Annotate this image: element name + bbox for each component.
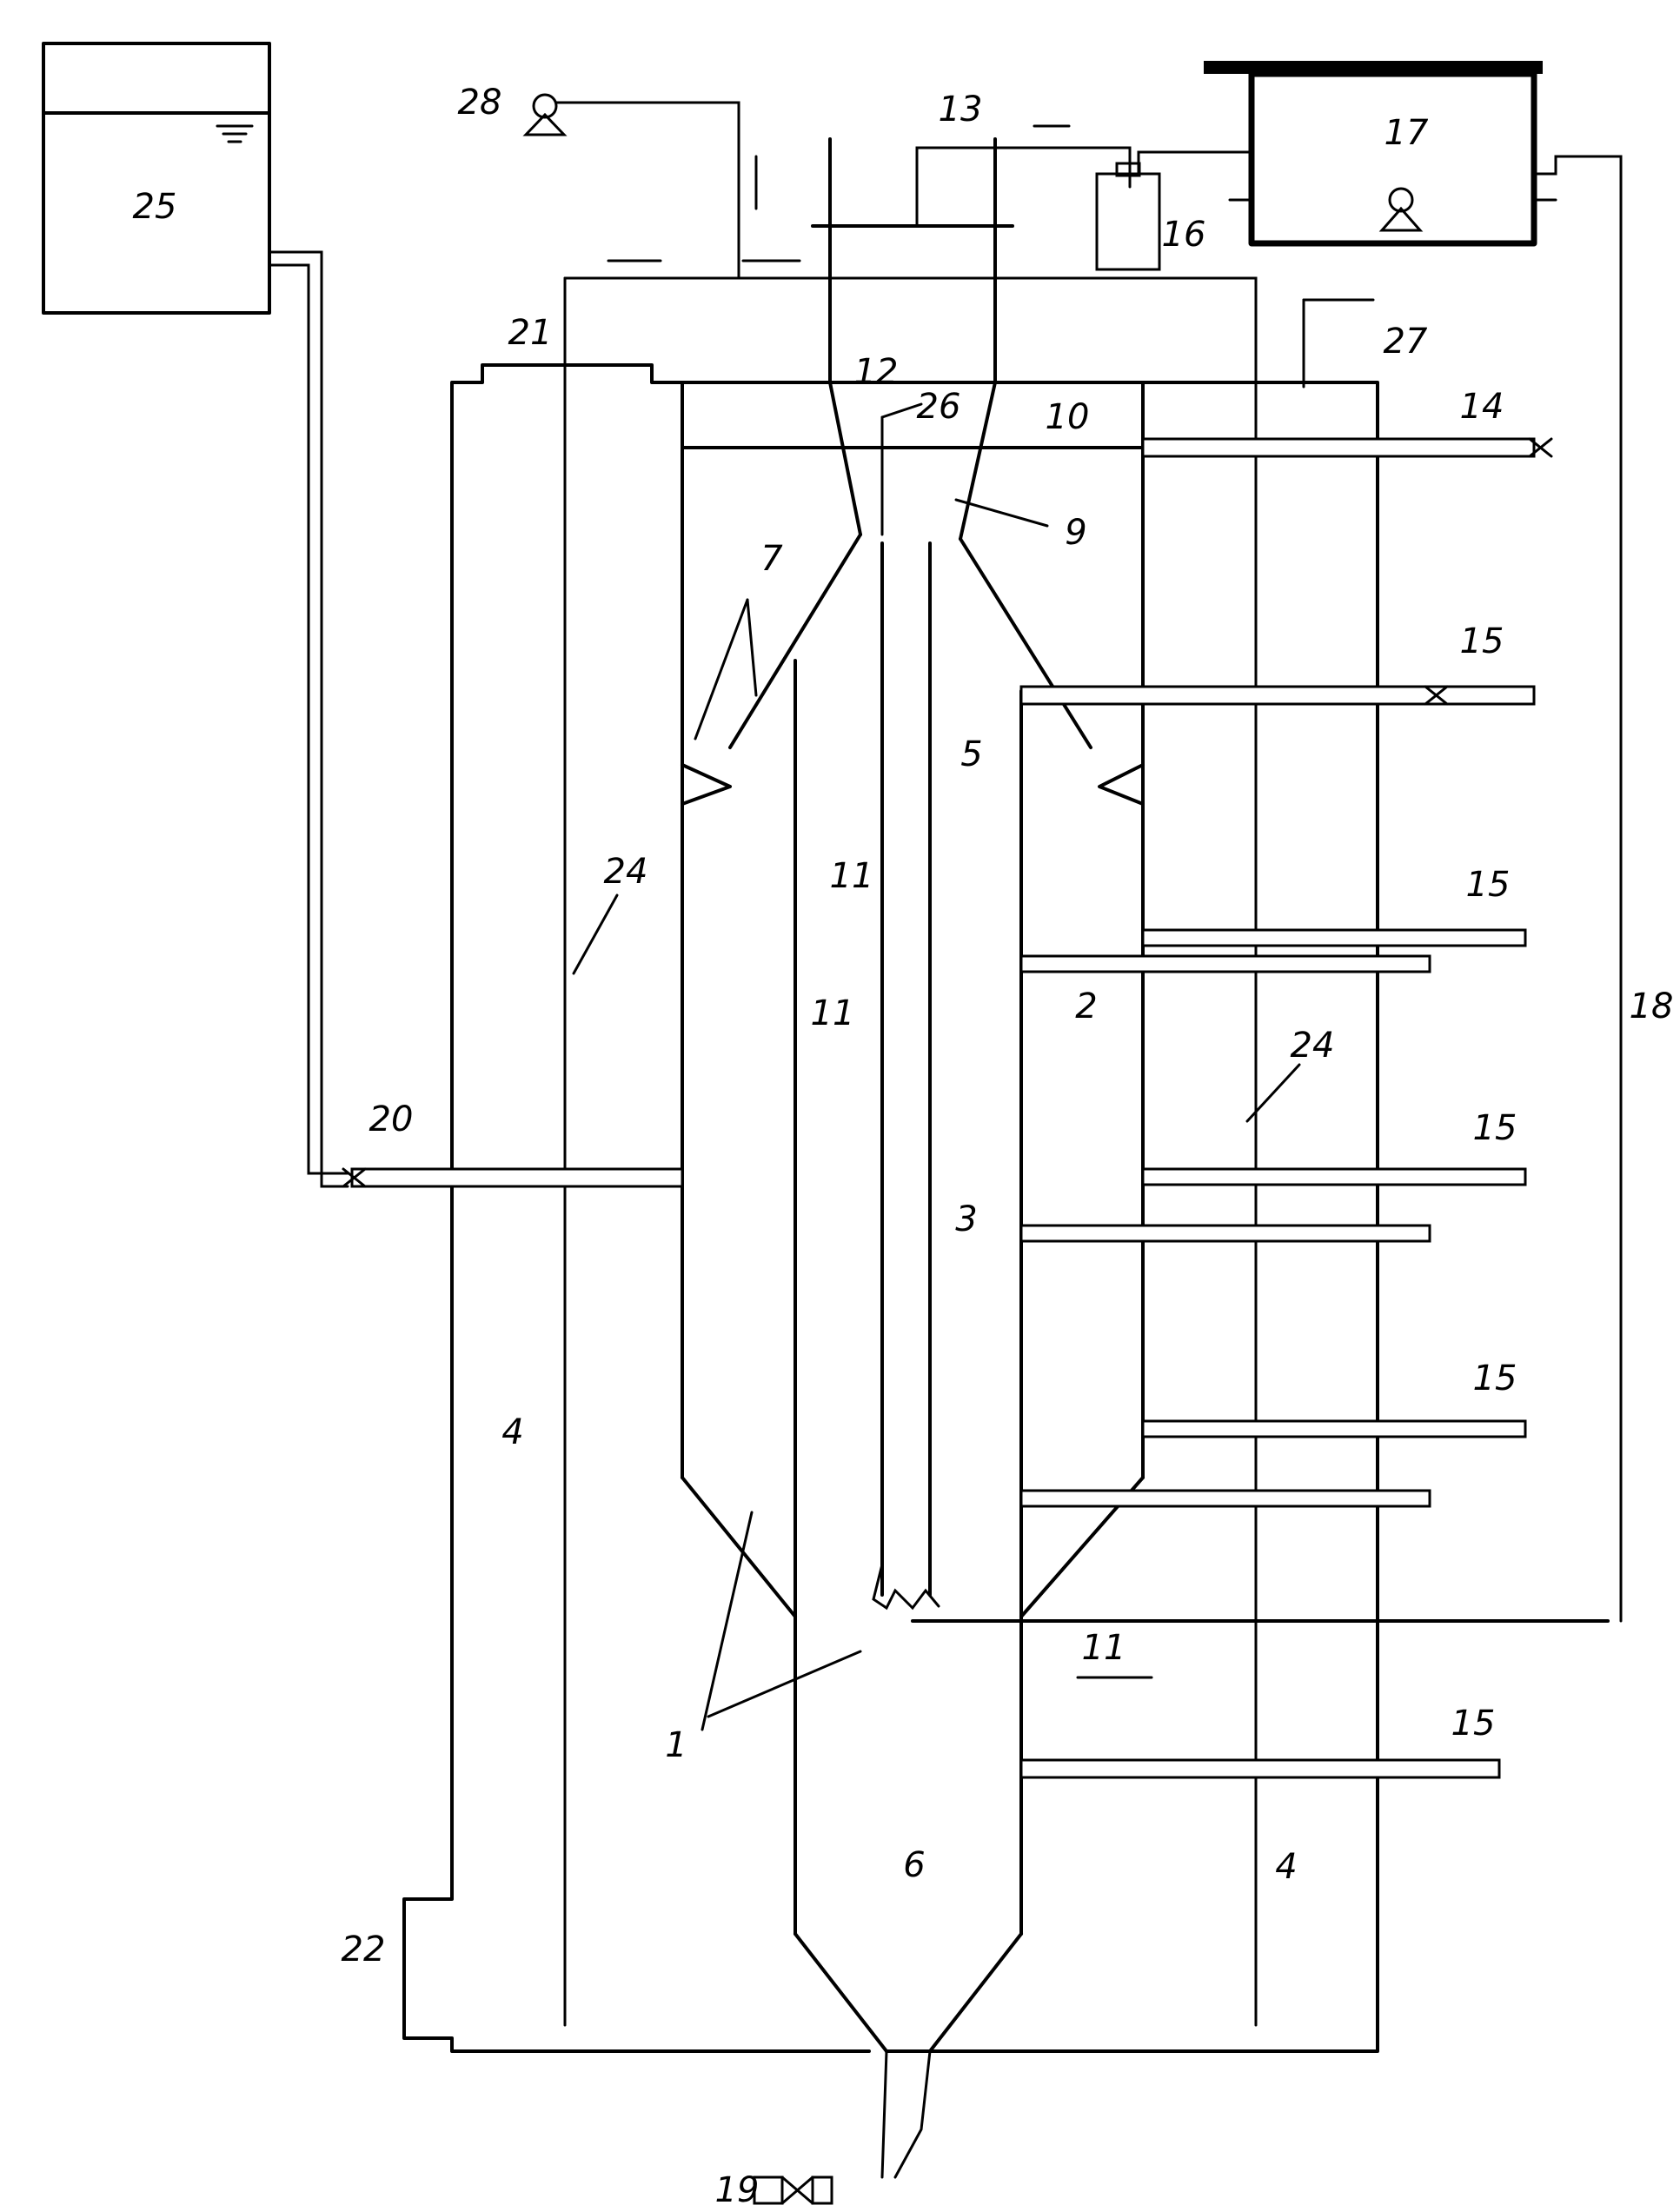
label-15d: 15 [1473,1358,1517,1398]
pump-icon [522,93,568,136]
side-pipes [350,437,1536,1779]
label-2: 2 [1075,986,1097,1026]
label-12: 12 [854,352,899,392]
label-28: 28 [458,83,502,123]
label-26: 26 [917,387,961,427]
water-level-icon [216,124,254,143]
riser [794,541,1610,1623]
label-10: 10 [1046,397,1090,437]
label-27: 27 [1384,322,1428,362]
top-pipe [522,93,1375,2027]
label-3: 3 [955,1199,977,1239]
bottle-icon [1095,162,1161,271]
label-24a: 24 [604,852,648,892]
label-6: 6 [903,1845,925,1885]
label-24b: 24 [1291,1026,1335,1066]
label-9: 9 [1065,513,1086,553]
label-18: 18 [1630,986,1674,1026]
gas-line [915,124,1253,271]
drain-pipe [880,2049,932,2179]
outer-jacket [402,363,1379,2053]
feed-line [268,250,349,1188]
label-21: 21 [508,313,553,353]
label-22: 22 [342,1930,386,1970]
label-19: 19 [715,2170,760,2210]
labels: 25 28 13 17 16 21 27 12 26 10 14 9 7 15 … [133,83,1674,2210]
label-1: 1 [665,1725,687,1765]
label-20: 20 [369,1099,414,1139]
label-15e: 15 [1451,1704,1496,1744]
label-25: 25 [133,187,177,227]
label-5: 5 [960,734,982,774]
label-17: 17 [1385,113,1429,153]
label-4a: 4 [501,1412,523,1452]
separator [681,137,1145,806]
label-7: 7 [760,539,783,579]
tank-17 [1204,61,1623,1623]
label-11a: 11 [830,856,874,896]
pump-icon [1378,187,1424,232]
label-16: 16 [1162,215,1206,255]
label-4b: 4 [1275,1847,1297,1887]
label-15a: 15 [1460,621,1504,661]
valve-icon [342,437,1553,2205]
label-11b: 11 [811,993,855,1033]
leader-lines [572,498,1301,1731]
inner-cylinder [681,381,1145,2053]
label-13: 13 [939,90,983,130]
label-15c: 15 [1473,1108,1517,1148]
label-15b: 15 [1466,865,1511,905]
label-14: 14 [1460,387,1504,427]
label-11c: 11 [1082,1628,1126,1668]
tank-25 [42,42,271,315]
